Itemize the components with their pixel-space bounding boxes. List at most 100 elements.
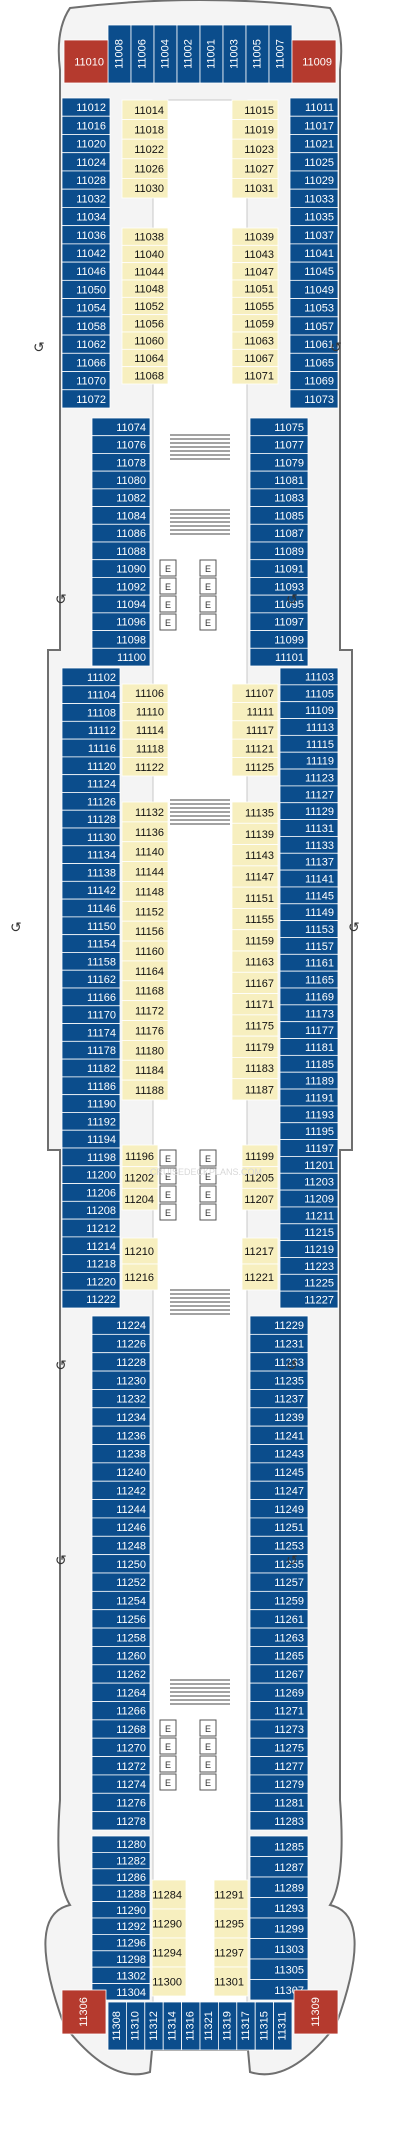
stbd-outer-cabin[interactable]: 11277	[249, 1756, 309, 1776]
stern-cabin[interactable]: 11314	[162, 2001, 182, 2051]
port-outer-cabin[interactable]: 11264	[91, 1682, 151, 1702]
port-inner-cabin[interactable]: 11172	[121, 1000, 169, 1021]
stbd-outer-cabin[interactable]: 11073	[289, 389, 339, 409]
port-inner-cabin[interactable]: 11152	[121, 900, 169, 922]
stbd-outer-cabin[interactable]: 11243	[249, 1444, 309, 1464]
bow-cabin[interactable]: 11007	[268, 24, 293, 84]
stbd-outer-cabin[interactable]: 11133	[279, 836, 339, 854]
port-outer-cabin[interactable]: 11112	[61, 720, 121, 740]
port-outer-cabin[interactable]: 11266	[91, 1701, 151, 1721]
stbd-outer-cabin[interactable]: 11273	[249, 1719, 309, 1739]
stbd-outer-cabin[interactable]: 11149	[279, 903, 339, 922]
port-outer-cabin[interactable]: 11162	[61, 969, 121, 989]
port-outer-cabin[interactable]: 11208	[61, 1200, 121, 1220]
stbd-outer-cabin[interactable]: 11033	[289, 188, 339, 208]
stbd-outer-cabin[interactable]: 11075	[249, 417, 309, 437]
port-inner-cabin[interactable]: 11188	[121, 1079, 169, 1101]
stbd-outer-cabin[interactable]: 11275	[249, 1737, 309, 1757]
port-outer-cabin[interactable]: 11186	[61, 1076, 121, 1096]
stbd-outer-cabin[interactable]: 11197	[279, 1139, 339, 1157]
port-inner-cabin[interactable]: 11176	[121, 1020, 169, 1041]
stbd-outer-cabin[interactable]: 11069	[289, 371, 339, 391]
port-inner-cabin[interactable]: 11168	[121, 980, 169, 1002]
port-outer-cabin[interactable]: 11082	[91, 488, 151, 507]
port-inner-cabin[interactable]: 11056	[121, 314, 169, 333]
stbd-outer-cabin[interactable]: 11251	[249, 1517, 309, 1537]
port-outer-cabin[interactable]: 11192	[61, 1112, 121, 1131]
stbd-inner-cabin[interactable]: 11187	[231, 1078, 279, 1101]
port-outer-cabin[interactable]: 11076	[91, 435, 151, 454]
port-inner-cabin[interactable]: 11122	[121, 757, 169, 777]
port-outer-cabin[interactable]: 11062	[61, 334, 111, 354]
stbd-inner-cabin[interactable]: 11207	[241, 1187, 279, 1211]
stbd-outer-cabin[interactable]: 11057	[289, 316, 339, 336]
stbd-inner-cabin[interactable]: 11163	[231, 950, 279, 973]
port-outer-cabin[interactable]: 11212	[61, 1218, 121, 1238]
stbd-outer-cabin[interactable]: 11093	[249, 577, 309, 596]
stbd-outer-cabin[interactable]: 11233	[249, 1352, 309, 1372]
port-inner-cabin[interactable]: 11068	[121, 366, 169, 385]
port-outer-cabin[interactable]: 11228	[91, 1352, 151, 1372]
stbd-inner-cabin[interactable]: 11139	[231, 822, 279, 845]
stbd-outer-cabin[interactable]: 11101	[249, 647, 309, 667]
port-outer-cabin[interactable]: 11200	[61, 1165, 121, 1184]
port-outer-cabin[interactable]: 11220	[61, 1272, 121, 1291]
port-inner-cabin[interactable]: 11044	[121, 262, 169, 281]
port-outer-cabin[interactable]: 11252	[91, 1572, 151, 1592]
stbd-outer-cabin[interactable]: 11109	[279, 701, 339, 719]
port-inner-cabin[interactable]: 11118	[121, 738, 169, 759]
stbd-outer-cabin[interactable]: 11173	[279, 1004, 339, 1023]
port-outer-cabin[interactable]: 11012	[61, 97, 111, 117]
stbd-inner-cabin[interactable]: 11047	[231, 262, 279, 281]
port-outer-cabin[interactable]: 11262	[91, 1664, 151, 1684]
port-inner-cabin[interactable]: 11156	[121, 920, 169, 942]
bow-suite-cabin[interactable]: 11009	[291, 39, 337, 84]
port-outer-cabin[interactable]: 11236	[91, 1425, 151, 1445]
stbd-outer-cabin[interactable]: 11037	[289, 225, 339, 245]
stbd-outer-cabin[interactable]: 11249	[249, 1499, 309, 1519]
port-outer-cabin[interactable]: 11302	[91, 1966, 151, 1984]
stbd-inner-cabin[interactable]: 11059	[231, 314, 279, 333]
port-inner-cabin[interactable]: 11114	[121, 720, 169, 740]
port-outer-cabin[interactable]: 11098	[91, 630, 151, 649]
port-inner-cabin[interactable]: 11180	[121, 1040, 169, 1061]
stbd-inner-cabin[interactable]: 11067	[231, 348, 279, 368]
stbd-outer-cabin[interactable]: 11087	[249, 523, 309, 543]
port-inner-cabin[interactable]: 11164	[121, 960, 169, 982]
port-outer-cabin[interactable]: 11102	[61, 667, 121, 687]
bow-cabin[interactable]: 11008	[107, 24, 132, 84]
stbd-outer-cabin[interactable]: 11083	[249, 488, 309, 507]
port-outer-cabin[interactable]: 11158	[61, 952, 121, 971]
port-inner-cabin[interactable]: 11144	[121, 861, 169, 882]
stbd-inner-cabin[interactable]: 11135	[231, 801, 279, 824]
stbd-inner-cabin[interactable]: 11039	[231, 227, 279, 246]
stbd-outer-cabin[interactable]: 11177	[279, 1021, 339, 1039]
port-outer-cabin[interactable]: 11256	[91, 1609, 151, 1629]
stbd-outer-cabin[interactable]: 11219	[279, 1240, 339, 1258]
stbd-outer-cabin[interactable]: 11029	[289, 170, 339, 190]
stbd-outer-cabin[interactable]: 11259	[249, 1590, 309, 1611]
port-outer-cabin[interactable]: 11074	[91, 417, 151, 437]
port-outer-cabin[interactable]: 11120	[61, 756, 121, 776]
bow-cabin[interactable]: 11005	[245, 24, 270, 84]
port-outer-cabin[interactable]: 11104	[61, 685, 121, 704]
stbd-outer-cabin[interactable]: 11265	[249, 1646, 309, 1666]
port-outer-cabin[interactable]: 11094	[91, 594, 151, 614]
port-outer-cabin[interactable]: 11028	[61, 170, 111, 190]
port-inner-cabin[interactable]: 11210	[121, 1237, 159, 1265]
stbd-outer-cabin[interactable]: 11079	[249, 453, 309, 472]
port-outer-cabin[interactable]: 11088	[91, 541, 151, 561]
port-outer-cabin[interactable]: 11272	[91, 1756, 151, 1776]
stbd-inner-cabin[interactable]: 11155	[231, 908, 279, 931]
port-outer-cabin[interactable]: 11274	[91, 1774, 151, 1794]
stbd-outer-cabin[interactable]: 11011	[289, 97, 339, 117]
stbd-inner-cabin[interactable]: 11019	[231, 119, 279, 140]
port-outer-cabin[interactable]: 11024	[61, 152, 111, 172]
stbd-outer-cabin[interactable]: 11099	[249, 630, 309, 649]
port-outer-cabin[interactable]: 11280	[91, 1835, 151, 1853]
stbd-outer-cabin[interactable]: 11239	[249, 1407, 309, 1427]
stern-cabin[interactable]: 11312	[144, 2001, 164, 2051]
stbd-outer-cabin[interactable]: 11229	[249, 1315, 309, 1335]
port-outer-cabin[interactable]: 11238	[91, 1444, 151, 1464]
stbd-outer-cabin[interactable]: 11269	[249, 1682, 309, 1702]
